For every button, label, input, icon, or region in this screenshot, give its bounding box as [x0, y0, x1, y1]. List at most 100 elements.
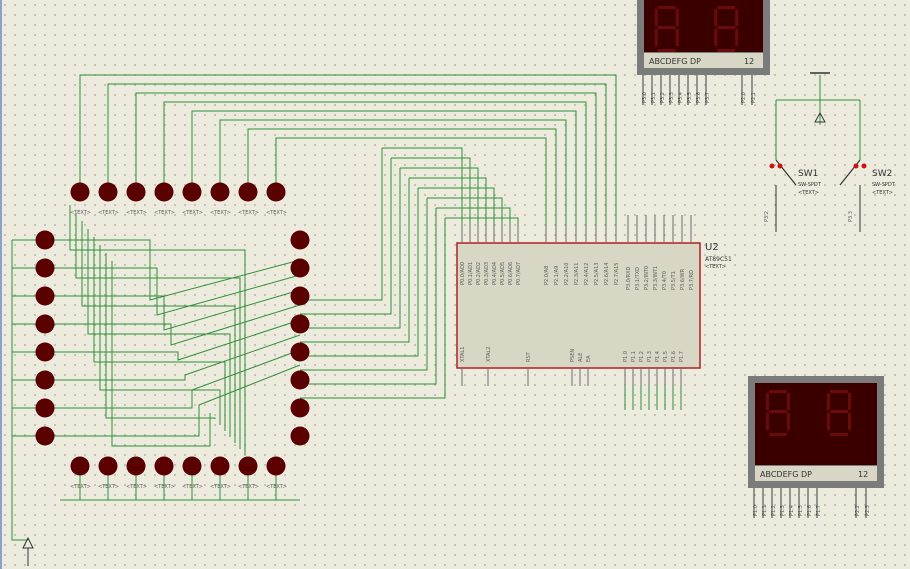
led-b3	[154, 456, 174, 476]
display-bottom-digit2-seg-g	[829, 410, 848, 413]
mcu-pin-ctl-2-label: RST	[526, 351, 532, 362]
led-label-top-1: <TEXT>	[98, 210, 119, 216]
led-r6	[290, 398, 310, 418]
led-label-bottom-7: <TEXT>	[266, 484, 287, 490]
display-top-digit1-seg-c	[675, 29, 679, 46]
switch-sw2-type: SW-SPDT	[872, 182, 896, 188]
display-bottom-digit1-seg-d	[768, 433, 787, 436]
led-l2	[35, 286, 55, 306]
wire-mesh-b-5	[45, 334, 301, 381]
mcu-part-sub: <TEXT>	[705, 264, 726, 270]
led-label-top-6: <TEXT>	[238, 210, 259, 216]
mcu-pin-p1-2-label: P1.2	[639, 351, 645, 362]
wire-mesh-3	[87, 229, 231, 437]
display-bottom-digit2-seg-a	[829, 390, 848, 393]
wire-mesh-b-2	[45, 289, 301, 331]
mcu-pin-p1-6-label: P1.6	[671, 351, 677, 362]
led-r0	[290, 230, 310, 250]
power-arrow-icon	[814, 111, 826, 123]
led-r5	[290, 370, 310, 390]
wire-p0-7	[445, 217, 519, 225]
led-t1	[98, 182, 118, 202]
display-top-pin-6-label: P3.6	[696, 92, 702, 103]
wire-mesh-6	[105, 253, 216, 419]
wire-led-col-5	[219, 119, 567, 225]
switch-sw1-dot-a	[769, 163, 775, 169]
mcu-pin-p3-6-label: P3.6/WR	[680, 268, 686, 290]
display-top-digit2-seg-g	[717, 26, 736, 29]
display-top-pin-0-label: P3.0	[642, 92, 648, 103]
mcu-pin-p2-1-label: P2.1/A9	[554, 266, 560, 285]
led-b4	[182, 456, 202, 476]
wire-p0-2	[400, 167, 479, 225]
display-top-label-digits: 12	[744, 57, 754, 66]
display-bottom-digit1-seg-e	[765, 413, 769, 430]
mcu-pin-p1-0-label: P1.0	[623, 351, 629, 362]
mcu-pin-p3-3-label: P3.3/INT1	[653, 266, 659, 290]
display-top-digit2-seg-c	[735, 29, 739, 46]
wire-p0-drop-3	[300, 178, 410, 343]
mcu-pin-p2-4-label: P2.4/A12	[584, 263, 590, 285]
mcu-pin-p2-3-label: P2.3/A11	[574, 263, 580, 285]
led-r2	[290, 286, 310, 306]
display-top-digit1-seg-b	[675, 9, 679, 26]
wire-p0-3	[409, 177, 487, 225]
led-r3	[290, 314, 310, 334]
led-label-bottom-1: <TEXT>	[98, 484, 119, 490]
mcu-ref: U2	[705, 242, 719, 253]
wire-p0-drop-7	[300, 218, 446, 399]
wire-p0-4	[418, 187, 495, 225]
wire-p0-drop-5	[300, 198, 428, 371]
mcu-pin-p0-2-label: P0.2/AD2	[476, 262, 482, 285]
switch-sw1-ref: SW1	[798, 169, 818, 179]
led-label-top-4: <TEXT>	[182, 210, 203, 216]
display-top-digit-pin-0-label: P2.0	[741, 92, 747, 103]
mcu-pin-p2-6-label: P2.6/A14	[604, 263, 610, 285]
display-bottom-digit2-seg-b	[847, 393, 851, 410]
display-bottom-digit1-seg-a	[768, 390, 787, 393]
mcu-pin-p1-5-label: P1.5	[663, 351, 669, 362]
led-label-bottom-2: <TEXT>	[126, 484, 147, 490]
display-top-pin-4-label: P3.4	[678, 92, 684, 103]
wire-mesh-5	[99, 245, 221, 425]
led-t7	[266, 182, 286, 202]
led-b6	[238, 456, 258, 476]
display-bottom-digit1-seg-c	[786, 413, 790, 430]
led-label-bottom-3: <TEXT>	[154, 484, 175, 490]
mcu-pin-p3-5-label: P3.5/T1	[671, 271, 677, 290]
wire-p0-5	[427, 197, 503, 225]
mcu-pin-p2-5-label: P2.5/A13	[594, 263, 600, 285]
display-bottom-pin-0-label: P1.0	[753, 505, 759, 516]
wire-p0-drop-4	[300, 188, 419, 357]
wire-mesh-b-1	[45, 267, 301, 316]
wire-mesh-b-0	[45, 239, 301, 301]
led-t0	[70, 182, 90, 202]
led-t3	[154, 182, 174, 202]
switch-sw2-dot-a	[853, 163, 859, 169]
display-bottom-pin-6-label: P1.6	[807, 505, 813, 516]
led-r7	[290, 426, 310, 446]
display-bottom-label-digits: 12	[858, 470, 868, 479]
mcu-pin-p3-1-label: P3.1/TXD	[635, 267, 641, 290]
led-label-top-3: <TEXT>	[154, 210, 175, 216]
wire-p0-drop-6	[300, 208, 437, 385]
mcu-pin-p2-7-label: P2.7/A15	[614, 263, 620, 285]
display-top-pin-5-label: P3.5	[687, 92, 693, 103]
wire-mesh-b-3	[45, 304, 301, 346]
mcu-body[interactable]	[456, 242, 701, 369]
led-label-bottom-6: <TEXT>	[238, 484, 259, 490]
wire-led-col-6	[247, 128, 557, 225]
display-top-pin-7-label: P3.7	[705, 92, 711, 103]
led-l0	[35, 230, 55, 250]
switch-sw1-dot-b	[777, 163, 783, 169]
mcu-pin-p0-7-label: P0.7/AD7	[516, 262, 522, 285]
display-bottom-digit1-seg-g	[768, 410, 787, 413]
display-bottom-digit1-seg-f	[765, 393, 769, 410]
mcu-pin-p0-3-label: P0.3/AD3	[484, 262, 490, 285]
mcu-part: AT89C51	[705, 256, 732, 263]
